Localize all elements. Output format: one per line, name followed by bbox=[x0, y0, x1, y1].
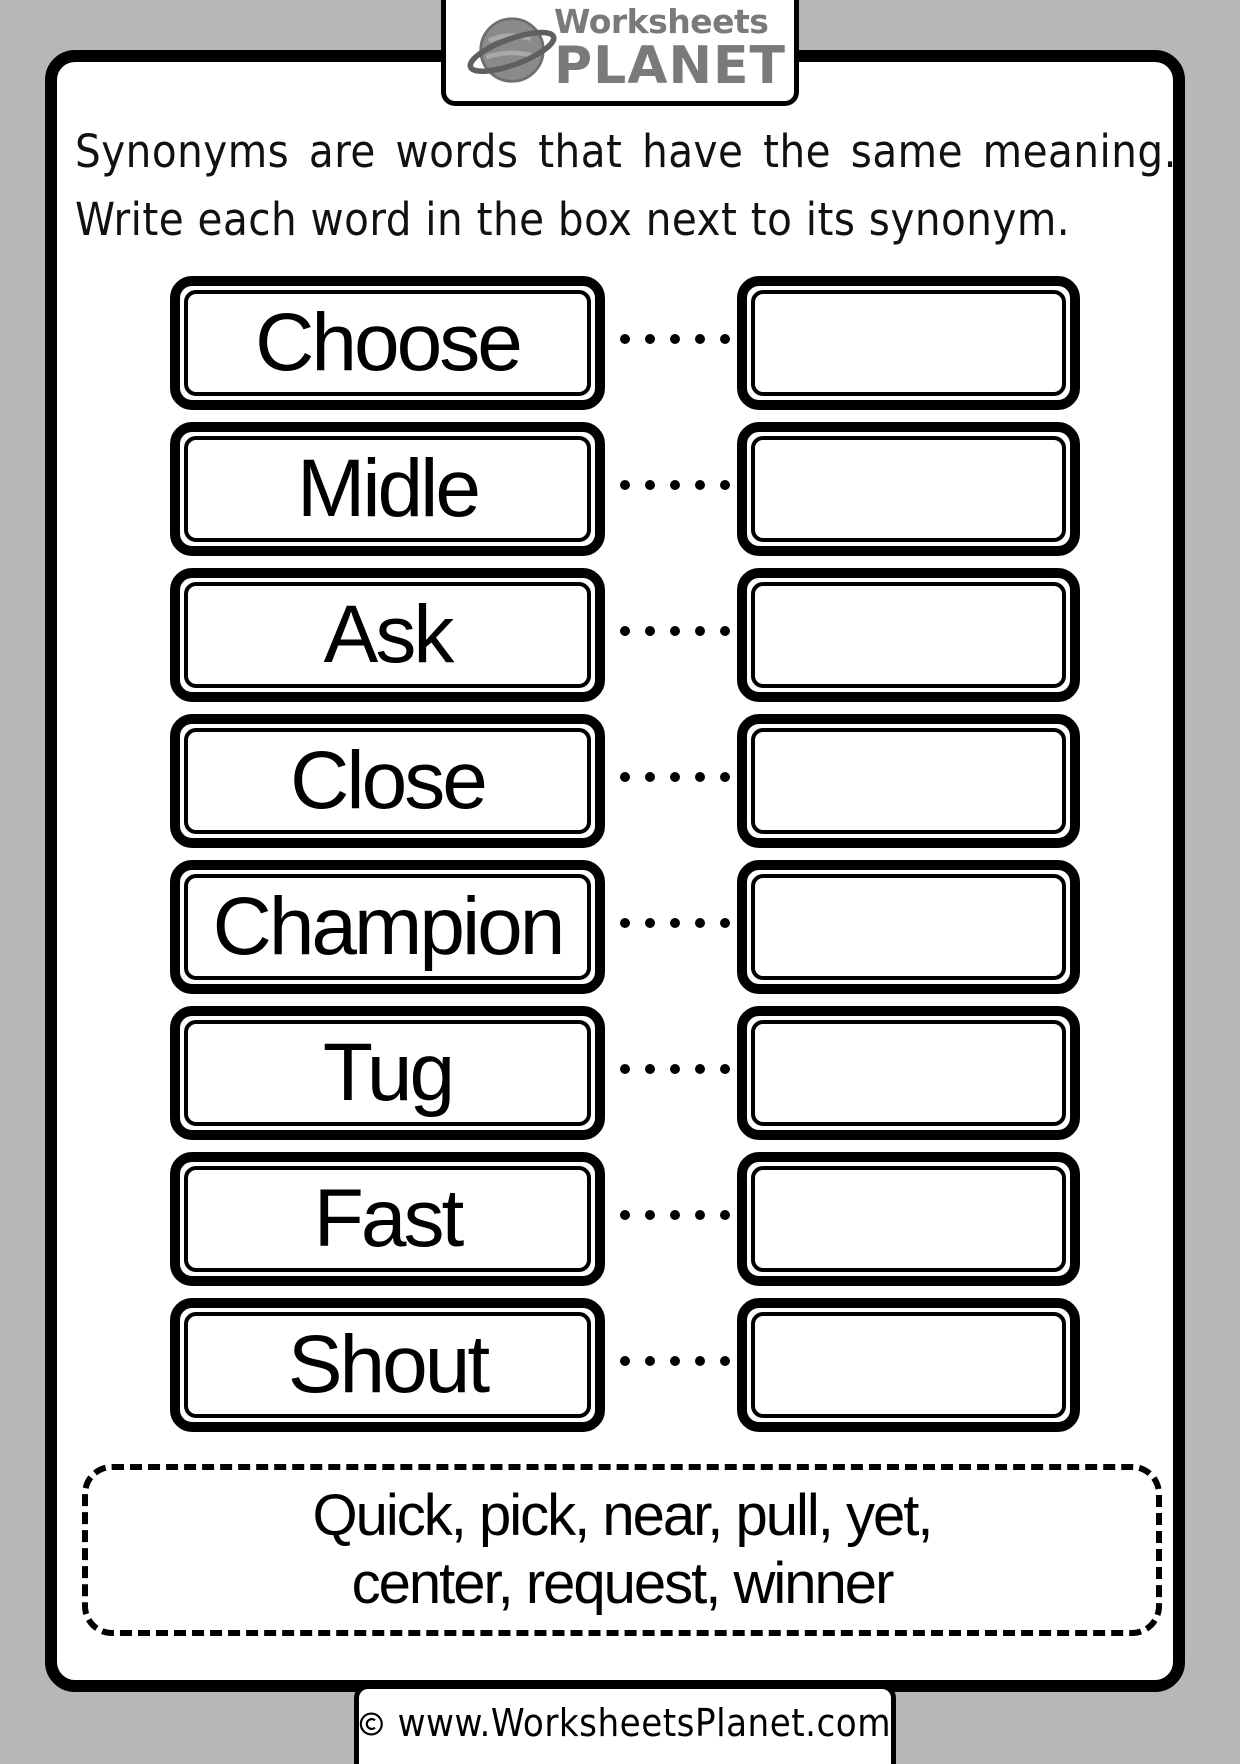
answer-box[interactable] bbox=[737, 568, 1080, 702]
word-label: Shout bbox=[287, 1319, 490, 1410]
dotted-connector bbox=[620, 918, 730, 934]
word-box: Champion bbox=[170, 860, 605, 994]
footer-tab: www.WorksheetsPlanet.com bbox=[354, 1684, 896, 1764]
word-bank-line-1: Quick, pick, near, pull, yet, bbox=[312, 1483, 934, 1548]
instructions: Synonyms are words that have the same me… bbox=[75, 118, 1177, 254]
word-label: Ask bbox=[323, 589, 455, 680]
match-row: Shout bbox=[170, 1298, 1080, 1432]
answer-box[interactable] bbox=[737, 276, 1080, 410]
footer-url[interactable]: www.WorksheetsPlanet.com bbox=[397, 1700, 891, 1745]
match-row: Midle bbox=[170, 422, 1080, 556]
logo-tab: Worksheets PLANET bbox=[441, 0, 799, 106]
word-box: Close bbox=[170, 714, 605, 848]
match-row: Close bbox=[170, 714, 1080, 848]
answer-box[interactable] bbox=[737, 860, 1080, 994]
word-box: Tug bbox=[170, 1006, 605, 1140]
dotted-connector bbox=[620, 334, 730, 350]
answer-box[interactable] bbox=[737, 714, 1080, 848]
word-box: Fast bbox=[170, 1152, 605, 1286]
dotted-connector bbox=[620, 480, 730, 496]
match-row: Ask bbox=[170, 568, 1080, 702]
word-label: Midle bbox=[297, 443, 481, 534]
word-box: Choose bbox=[170, 276, 605, 410]
word-bank: Quick, pick, near, pull, yet, center, re… bbox=[82, 1464, 1162, 1636]
match-row: Choose bbox=[170, 276, 1080, 410]
match-row: Champion bbox=[170, 860, 1080, 994]
word-box: Shout bbox=[170, 1298, 605, 1432]
logo-word-worksheets: Worksheets bbox=[554, 2, 769, 41]
answer-box[interactable] bbox=[737, 1152, 1080, 1286]
match-row: Fast bbox=[170, 1152, 1080, 1286]
dotted-connector bbox=[620, 772, 730, 788]
answer-box[interactable] bbox=[737, 1006, 1080, 1140]
word-label: Choose bbox=[255, 297, 523, 388]
word-box: Midle bbox=[170, 422, 605, 556]
instructions-line-2: Write each word in the box next to its s… bbox=[75, 193, 1071, 246]
word-label: Fast bbox=[313, 1173, 464, 1264]
word-box: Ask bbox=[170, 568, 605, 702]
word-label: Close bbox=[290, 735, 488, 826]
copyright-icon bbox=[359, 1711, 383, 1736]
dotted-connector bbox=[620, 1210, 730, 1226]
logo-word-planet: PLANET bbox=[554, 36, 787, 96]
answer-box[interactable] bbox=[737, 422, 1080, 556]
dotted-connector bbox=[620, 1356, 730, 1372]
word-label: Champion bbox=[212, 881, 566, 972]
answer-box[interactable] bbox=[737, 1298, 1080, 1432]
word-bank-line-2: center, request, winner bbox=[351, 1551, 895, 1616]
word-label: Tug bbox=[322, 1027, 455, 1118]
instructions-line-1: Synonyms are words that have the same me… bbox=[75, 125, 1177, 178]
dotted-connector bbox=[620, 1064, 730, 1080]
planet-icon bbox=[467, 17, 557, 83]
match-row: Tug bbox=[170, 1006, 1080, 1140]
dotted-connector bbox=[620, 626, 730, 642]
